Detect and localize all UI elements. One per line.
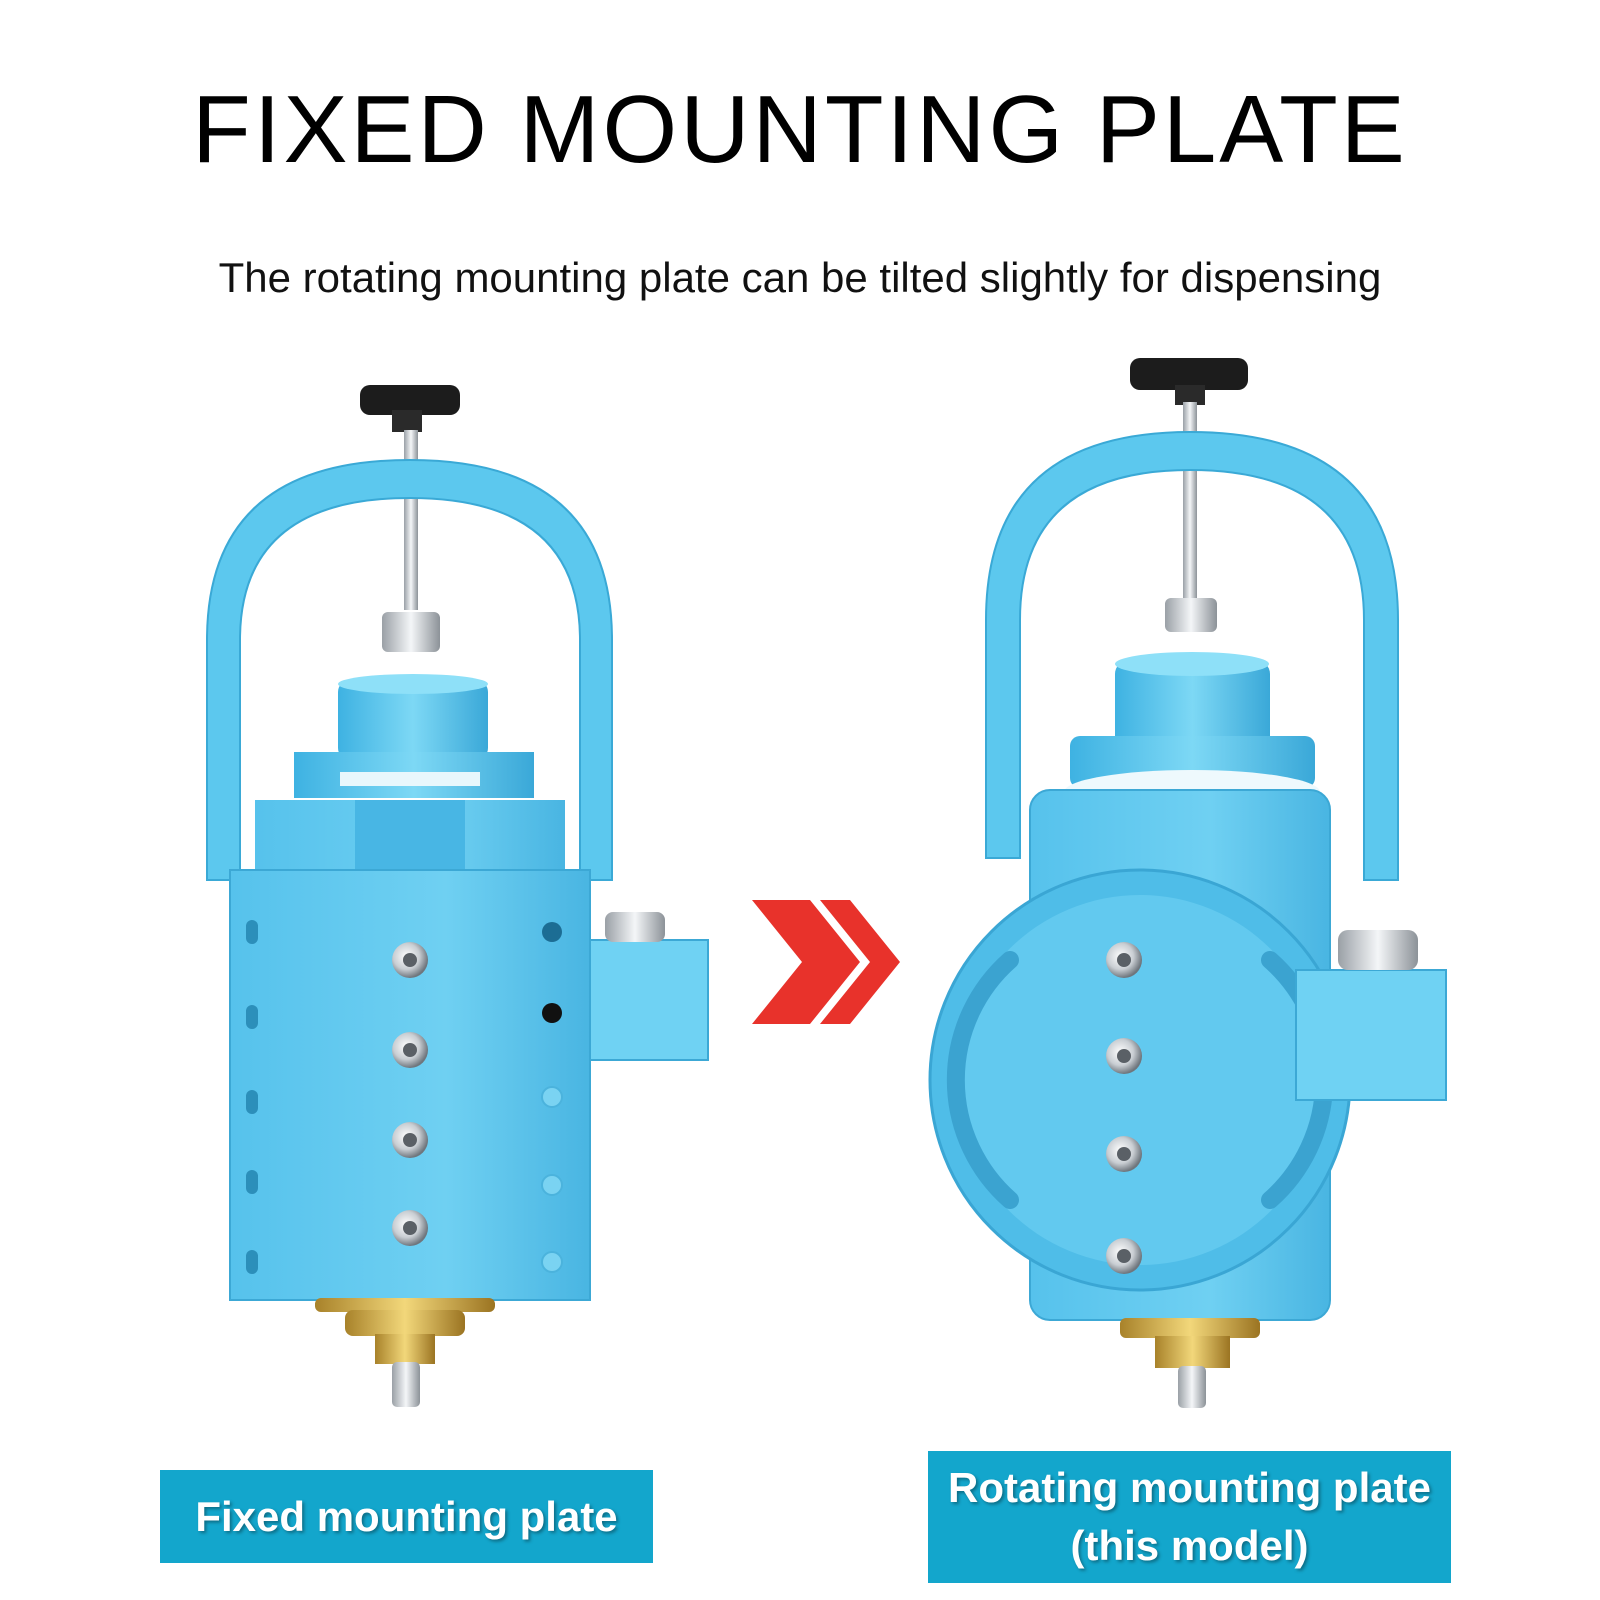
rotating-plate-label-line1: Rotating mounting plate [948, 1464, 1431, 1511]
nozzle-right [1178, 1366, 1206, 1408]
knob-left [360, 385, 460, 415]
rotating-plate-device [928, 358, 1447, 1408]
knob-right [1130, 358, 1248, 390]
rotating-plate-label: Rotating mounting plate (this model) [928, 1451, 1451, 1583]
threaded-rod-left [404, 430, 418, 610]
fixed-plate-device [206, 385, 709, 1407]
fixed-plate-label: Fixed mounting plate [160, 1470, 653, 1563]
nozzle-left [392, 1362, 420, 1407]
arch-bracket-left [206, 458, 613, 881]
double-chevron-right-icon [752, 900, 900, 1024]
page-subtitle: The rotating mounting plate can be tilte… [218, 254, 1382, 301]
arch-bracket-right [985, 430, 1399, 881]
rotating-plate-label-line2: (this model) [1070, 1522, 1309, 1569]
page-title: FIXED MOUNTING PLATE [192, 76, 1408, 183]
